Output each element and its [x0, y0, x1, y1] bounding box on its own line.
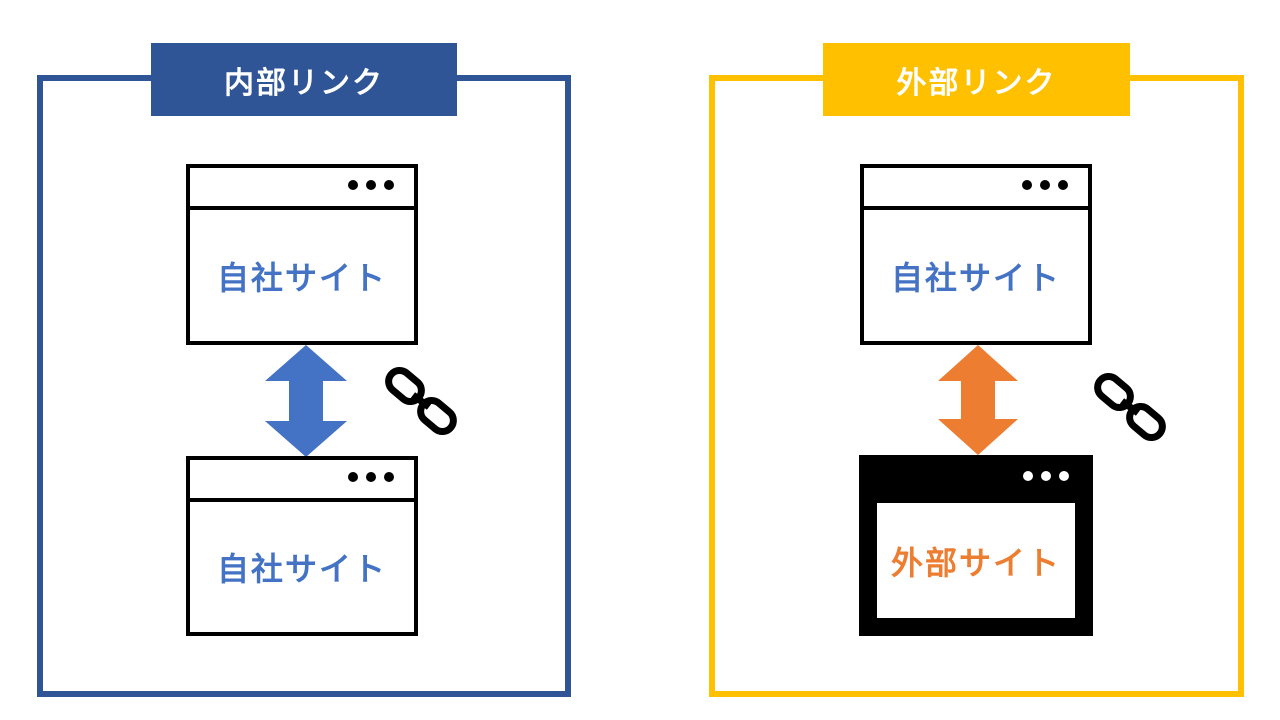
window-titlebar [864, 168, 1088, 210]
external-link-title: 外部リンク [823, 43, 1130, 116]
own-site-label: 自社サイト [216, 258, 387, 297]
double-arrow-icon [938, 345, 1018, 455]
window-menu-dots-icon [348, 472, 394, 482]
window-titlebar [863, 459, 1089, 501]
window-titlebar [190, 168, 414, 210]
external-site-label: 外部サイト [890, 543, 1061, 582]
window-content-area [877, 503, 1075, 618]
double-arrow-icon [265, 345, 347, 457]
chain-link-icon [385, 367, 457, 435]
external-site-window: 外部サイト [859, 455, 1093, 636]
window-menu-dots-icon [1022, 180, 1068, 190]
own-site-label: 自社サイト [216, 550, 387, 588]
window-menu-dots-icon [1023, 471, 1069, 481]
window-menu-dots-icon [348, 180, 394, 190]
window-titlebar [190, 460, 414, 502]
internal-top-window: 自社サイト [186, 164, 418, 345]
own-site-label: 自社サイト [890, 258, 1061, 297]
external-top-window: 自社サイト [860, 164, 1092, 345]
chain-link-icon [1094, 373, 1166, 441]
internal-bottom-window: 自社サイト [186, 456, 418, 636]
internal-link-title: 内部リンク [151, 43, 457, 116]
